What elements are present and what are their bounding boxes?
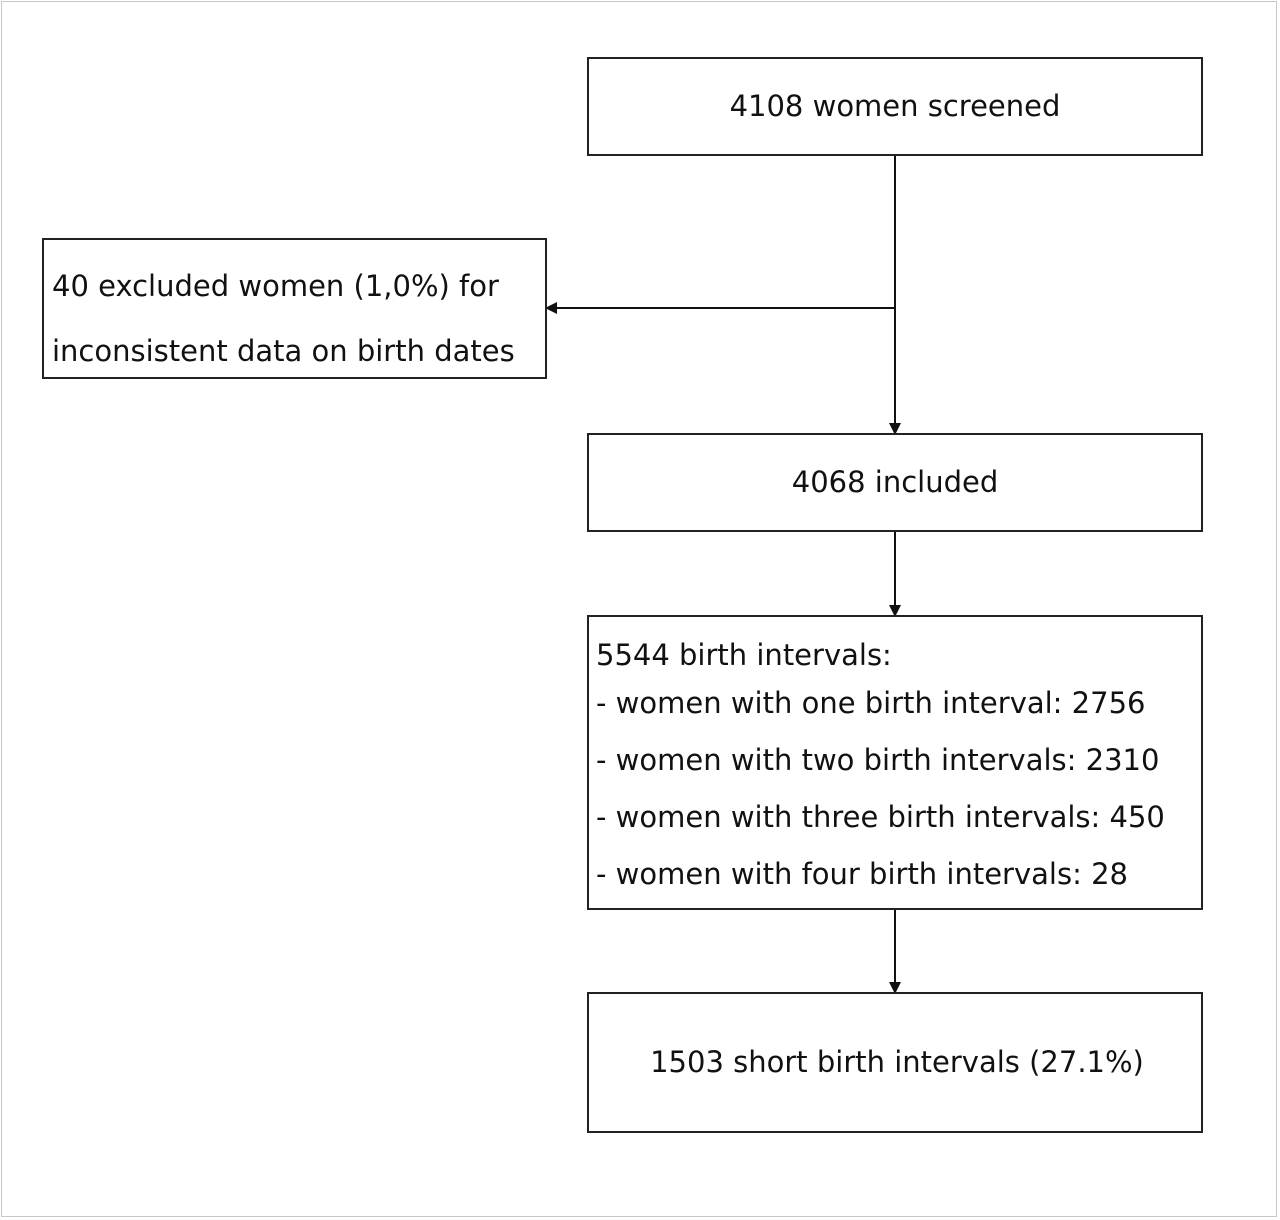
intervals-item-two: - women with two birth intervals: 2310 xyxy=(596,743,1160,777)
intervals-item-four: - women with four birth intervals: 28 xyxy=(596,857,1128,891)
intervals-heading: 5544 birth intervals: xyxy=(596,638,892,672)
excluded-label-line2: inconsistent data on birth dates xyxy=(52,334,515,368)
excluded-label-line1: 40 excluded women (1,0%) for xyxy=(52,269,499,303)
short-intervals-label: 1503 short birth intervals (27.1%) xyxy=(650,1045,1144,1080)
intervals-box: 5544 birth intervals: - women with one b… xyxy=(587,615,1203,910)
short-intervals-box: 1503 short birth intervals (27.1%) xyxy=(587,992,1203,1133)
intervals-item-one: - women with one birth interval: 2756 xyxy=(596,686,1146,720)
included-box: 4068 included xyxy=(587,433,1203,532)
screened-box: 4108 women screened xyxy=(587,57,1203,156)
screened-label: 4108 women screened xyxy=(729,89,1061,124)
intervals-item-three: - women with three birth intervals: 450 xyxy=(596,800,1165,834)
included-label: 4068 included xyxy=(791,465,999,500)
excluded-box: 40 excluded women (1,0%) for inconsisten… xyxy=(42,238,547,379)
